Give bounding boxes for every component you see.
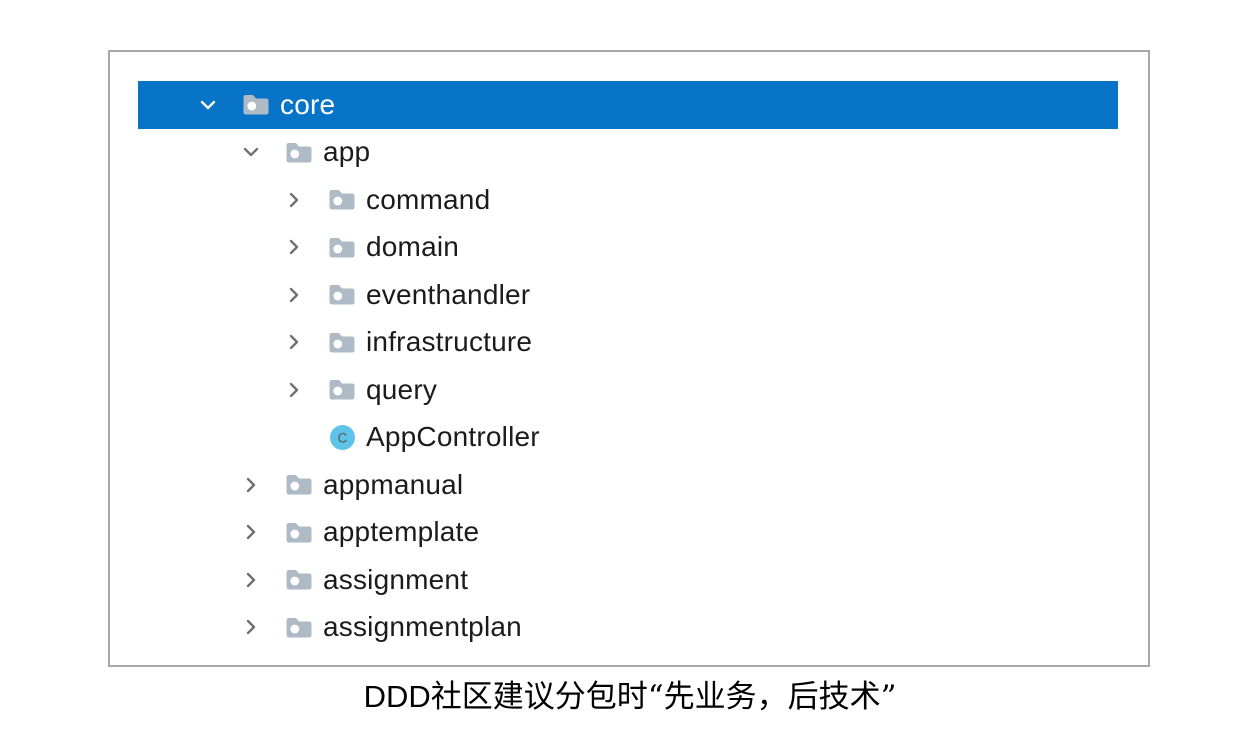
folder-icon <box>285 567 313 592</box>
tree-row-appcontroller[interactable]: C AppController <box>138 414 1118 462</box>
chevron-down-icon[interactable] <box>242 143 260 161</box>
chevron-down-icon[interactable] <box>199 96 217 114</box>
folder-icon <box>285 140 313 165</box>
chevron-right-icon[interactable] <box>285 286 303 304</box>
tree-row-infrastructure[interactable]: infrastructure <box>138 319 1118 367</box>
chevron-right-icon[interactable] <box>242 618 260 636</box>
tree-row-app[interactable]: app <box>138 129 1118 177</box>
tree-item-label: infrastructure <box>366 326 533 358</box>
chevron-right-icon[interactable] <box>242 571 260 589</box>
folder-icon <box>242 92 270 117</box>
chevron-right-icon[interactable] <box>242 523 260 541</box>
caption-cjk-text: 社区建议分包时“先业务，后技术” <box>430 679 897 715</box>
chevron-right-icon[interactable] <box>285 381 303 399</box>
tree-row-apptemplate[interactable]: apptemplate <box>138 509 1118 557</box>
folder-icon <box>285 520 313 545</box>
folder-icon <box>285 472 313 497</box>
folder-icon <box>328 377 356 402</box>
folder-icon <box>328 235 356 260</box>
folder-icon <box>328 282 356 307</box>
tree-item-label: domain <box>366 231 460 263</box>
tree-row-assignmentplan[interactable]: assignmentplan <box>138 604 1118 652</box>
tree-item-label: apptemplate <box>323 516 480 548</box>
folder-icon <box>328 187 356 212</box>
caption-latin-text: DDD <box>363 679 431 714</box>
tree-item-label: appmanual <box>323 468 464 500</box>
class-icon: C <box>328 424 356 450</box>
chevron-spacer <box>285 428 303 446</box>
chevron-right-icon[interactable] <box>285 238 303 256</box>
tree-row-domain[interactable]: domain <box>138 224 1118 272</box>
tree-item-label: assignment <box>323 563 469 595</box>
tree-item-label: AppController <box>366 421 540 453</box>
tree-row-appmanual[interactable]: appmanual <box>138 461 1118 509</box>
tree-item-label: eventhandler <box>366 278 531 310</box>
tree-row-command[interactable]: command <box>138 176 1118 224</box>
chevron-right-icon[interactable] <box>242 476 260 494</box>
figure-caption: DDD社区建议分包时“先业务，后技术” <box>0 676 1260 724</box>
tree-row-eventhandler[interactable]: eventhandler <box>138 271 1118 319</box>
tree-item-label: core <box>280 88 336 120</box>
tree-item-label: app <box>323 136 371 168</box>
tree-row-core[interactable]: core <box>138 81 1118 129</box>
svg-text:C: C <box>337 430 347 445</box>
folder-icon <box>285 615 313 640</box>
tree-item-label: command <box>366 183 491 215</box>
tree-row-assignment[interactable]: assignment <box>138 556 1118 604</box>
chevron-right-icon[interactable] <box>285 333 303 351</box>
tree-item-label: query <box>366 373 438 405</box>
project-tree-panel: core app command domain eventhandler infrastr… <box>108 50 1150 667</box>
chevron-right-icon[interactable] <box>285 191 303 209</box>
project-tree: core app command domain eventhandler infrastr… <box>110 52 1148 651</box>
folder-icon <box>328 330 356 355</box>
tree-item-label: assignmentplan <box>323 611 522 643</box>
tree-row-query[interactable]: query <box>138 366 1118 414</box>
